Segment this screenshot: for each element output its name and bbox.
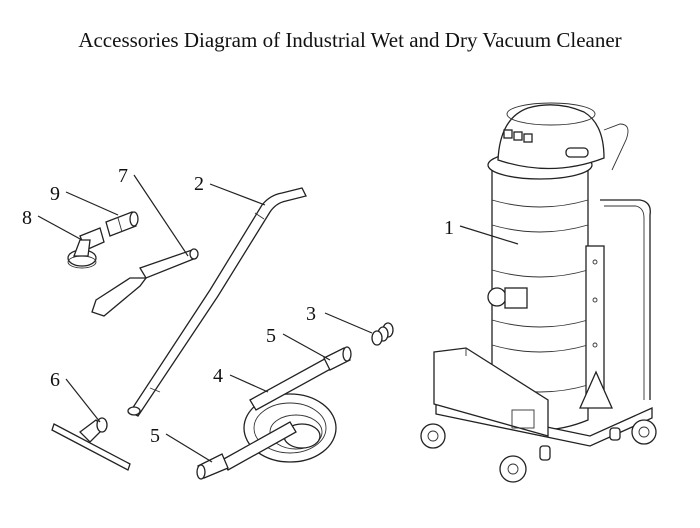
hose-connector: [371, 322, 394, 346]
leader-line-9: [65, 191, 119, 216]
leader-line-3: [324, 312, 373, 334]
part-label-4: 4: [213, 365, 223, 387]
hose-cuff-lower: [196, 421, 297, 480]
leader-line-6: [65, 378, 101, 423]
hose-cuff-upper: [249, 346, 352, 411]
leader-line-5b: [165, 433, 213, 463]
part-label-6: 6: [50, 369, 60, 391]
diagram-title: Accessories Diagram of Industrial Wet an…: [78, 28, 622, 52]
adapter-tube: [105, 211, 139, 237]
part-label-1: 1: [444, 217, 454, 239]
leader-line-8: [37, 215, 83, 241]
leader-line-2: [209, 183, 266, 206]
crevice-tool: [91, 248, 199, 317]
part-label-5-lower: 5: [150, 425, 160, 447]
part-label-2: 2: [194, 173, 204, 195]
part-label-9: 9: [50, 183, 60, 205]
leader-line-1: [459, 225, 519, 245]
round-brush: [67, 227, 105, 269]
floor-nozzle: [51, 417, 131, 471]
vacuum-cleaner-body: [420, 102, 657, 483]
bent-extension-wand: [127, 187, 307, 417]
leader-line-4: [229, 374, 269, 393]
part-label-7: 7: [118, 165, 128, 187]
part-label-3: 3: [306, 303, 316, 325]
part-label-8: 8: [22, 207, 32, 229]
leader-line-5a: [282, 333, 331, 361]
part-label-5-upper: 5: [266, 325, 276, 347]
leader-line-7: [133, 174, 189, 257]
